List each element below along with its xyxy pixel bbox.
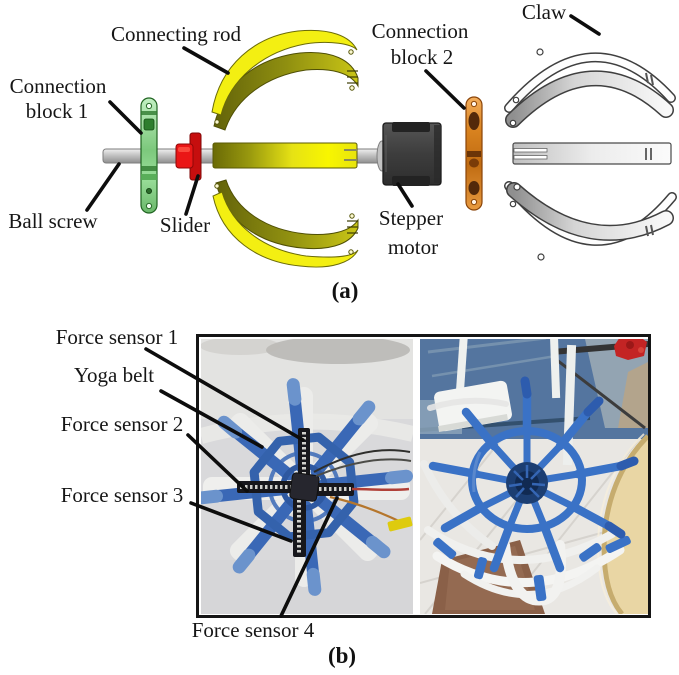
- claw-drawings: [504, 48, 677, 261]
- leader-connecting-rod: [182, 46, 230, 75]
- connection-block-2-part: [465, 96, 483, 211]
- label-connection-block-2-line1: Connection: [372, 19, 469, 43]
- gripper-open-view: [428, 376, 639, 573]
- leader-slider: [184, 174, 200, 216]
- label-connecting-rod: Connecting rod: [111, 22, 242, 46]
- label-force-sensor-4: Force sensor 4: [192, 618, 315, 642]
- leader-force-sensor-2: [186, 433, 249, 493]
- push-rod-part: [212, 142, 358, 169]
- leader-ball-screw: [85, 162, 121, 212]
- sensor-pattern: [240, 432, 351, 554]
- gripper-hub: [289, 472, 320, 502]
- stepper-motor-part: [382, 122, 442, 186]
- panel-b-tag: (b): [328, 643, 356, 668]
- label-force-sensor-1: Force sensor 1: [56, 325, 178, 349]
- red-object: [614, 339, 647, 360]
- label-yoga-belt: Yoga belt: [74, 363, 154, 387]
- label-stepper-motor-line1: Stepper: [379, 206, 443, 230]
- label-connection-block-1-line1: Connection: [10, 74, 107, 98]
- photo-frame: [196, 334, 651, 618]
- connecting-rod-upper: [211, 29, 359, 131]
- blue-tape-bits: [433, 535, 631, 602]
- panel-a-diagram: Connecting rod Connection block 2 Claw C…: [8, 0, 677, 303]
- label-slider: Slider: [160, 213, 210, 237]
- label-connection-block-1-line2: block 1: [26, 99, 88, 123]
- leader-connection-block-1: [108, 100, 143, 135]
- connection-block-1-part: [140, 97, 158, 214]
- leader-lines-a: [85, 14, 601, 216]
- label-connection-block-2-line2: block 2: [391, 45, 453, 69]
- label-stepper-motor-line2: motor: [388, 235, 438, 259]
- label-claw: Claw: [522, 0, 567, 24]
- yellow-connector: [387, 516, 413, 532]
- leader-connection-block-2: [424, 69, 466, 110]
- leader-force-sensor-3: [189, 501, 293, 543]
- leader-yoga-belt: [159, 389, 264, 449]
- leader-claw: [569, 14, 601, 36]
- leader-force-sensor-4: [279, 496, 339, 618]
- connecting-rod-lower: [212, 179, 359, 268]
- photo-right: [420, 339, 648, 614]
- label-ball-screw: Ball screw: [8, 209, 98, 233]
- slider-part: [175, 132, 202, 181]
- photo-left: [201, 339, 413, 614]
- panel-b-photos: Force sensor 1 Yoga belt Force sensor 2 …: [56, 325, 651, 668]
- leader-force-sensor-1: [144, 347, 305, 442]
- panel-a-tag: (a): [332, 278, 359, 303]
- leader-lines-b: [144, 347, 339, 618]
- label-force-sensor-3: Force sensor 3: [61, 483, 183, 507]
- leader-stepper-motor: [396, 182, 414, 208]
- label-force-sensor-2: Force sensor 2: [61, 412, 183, 436]
- table-edge: [604, 436, 648, 614]
